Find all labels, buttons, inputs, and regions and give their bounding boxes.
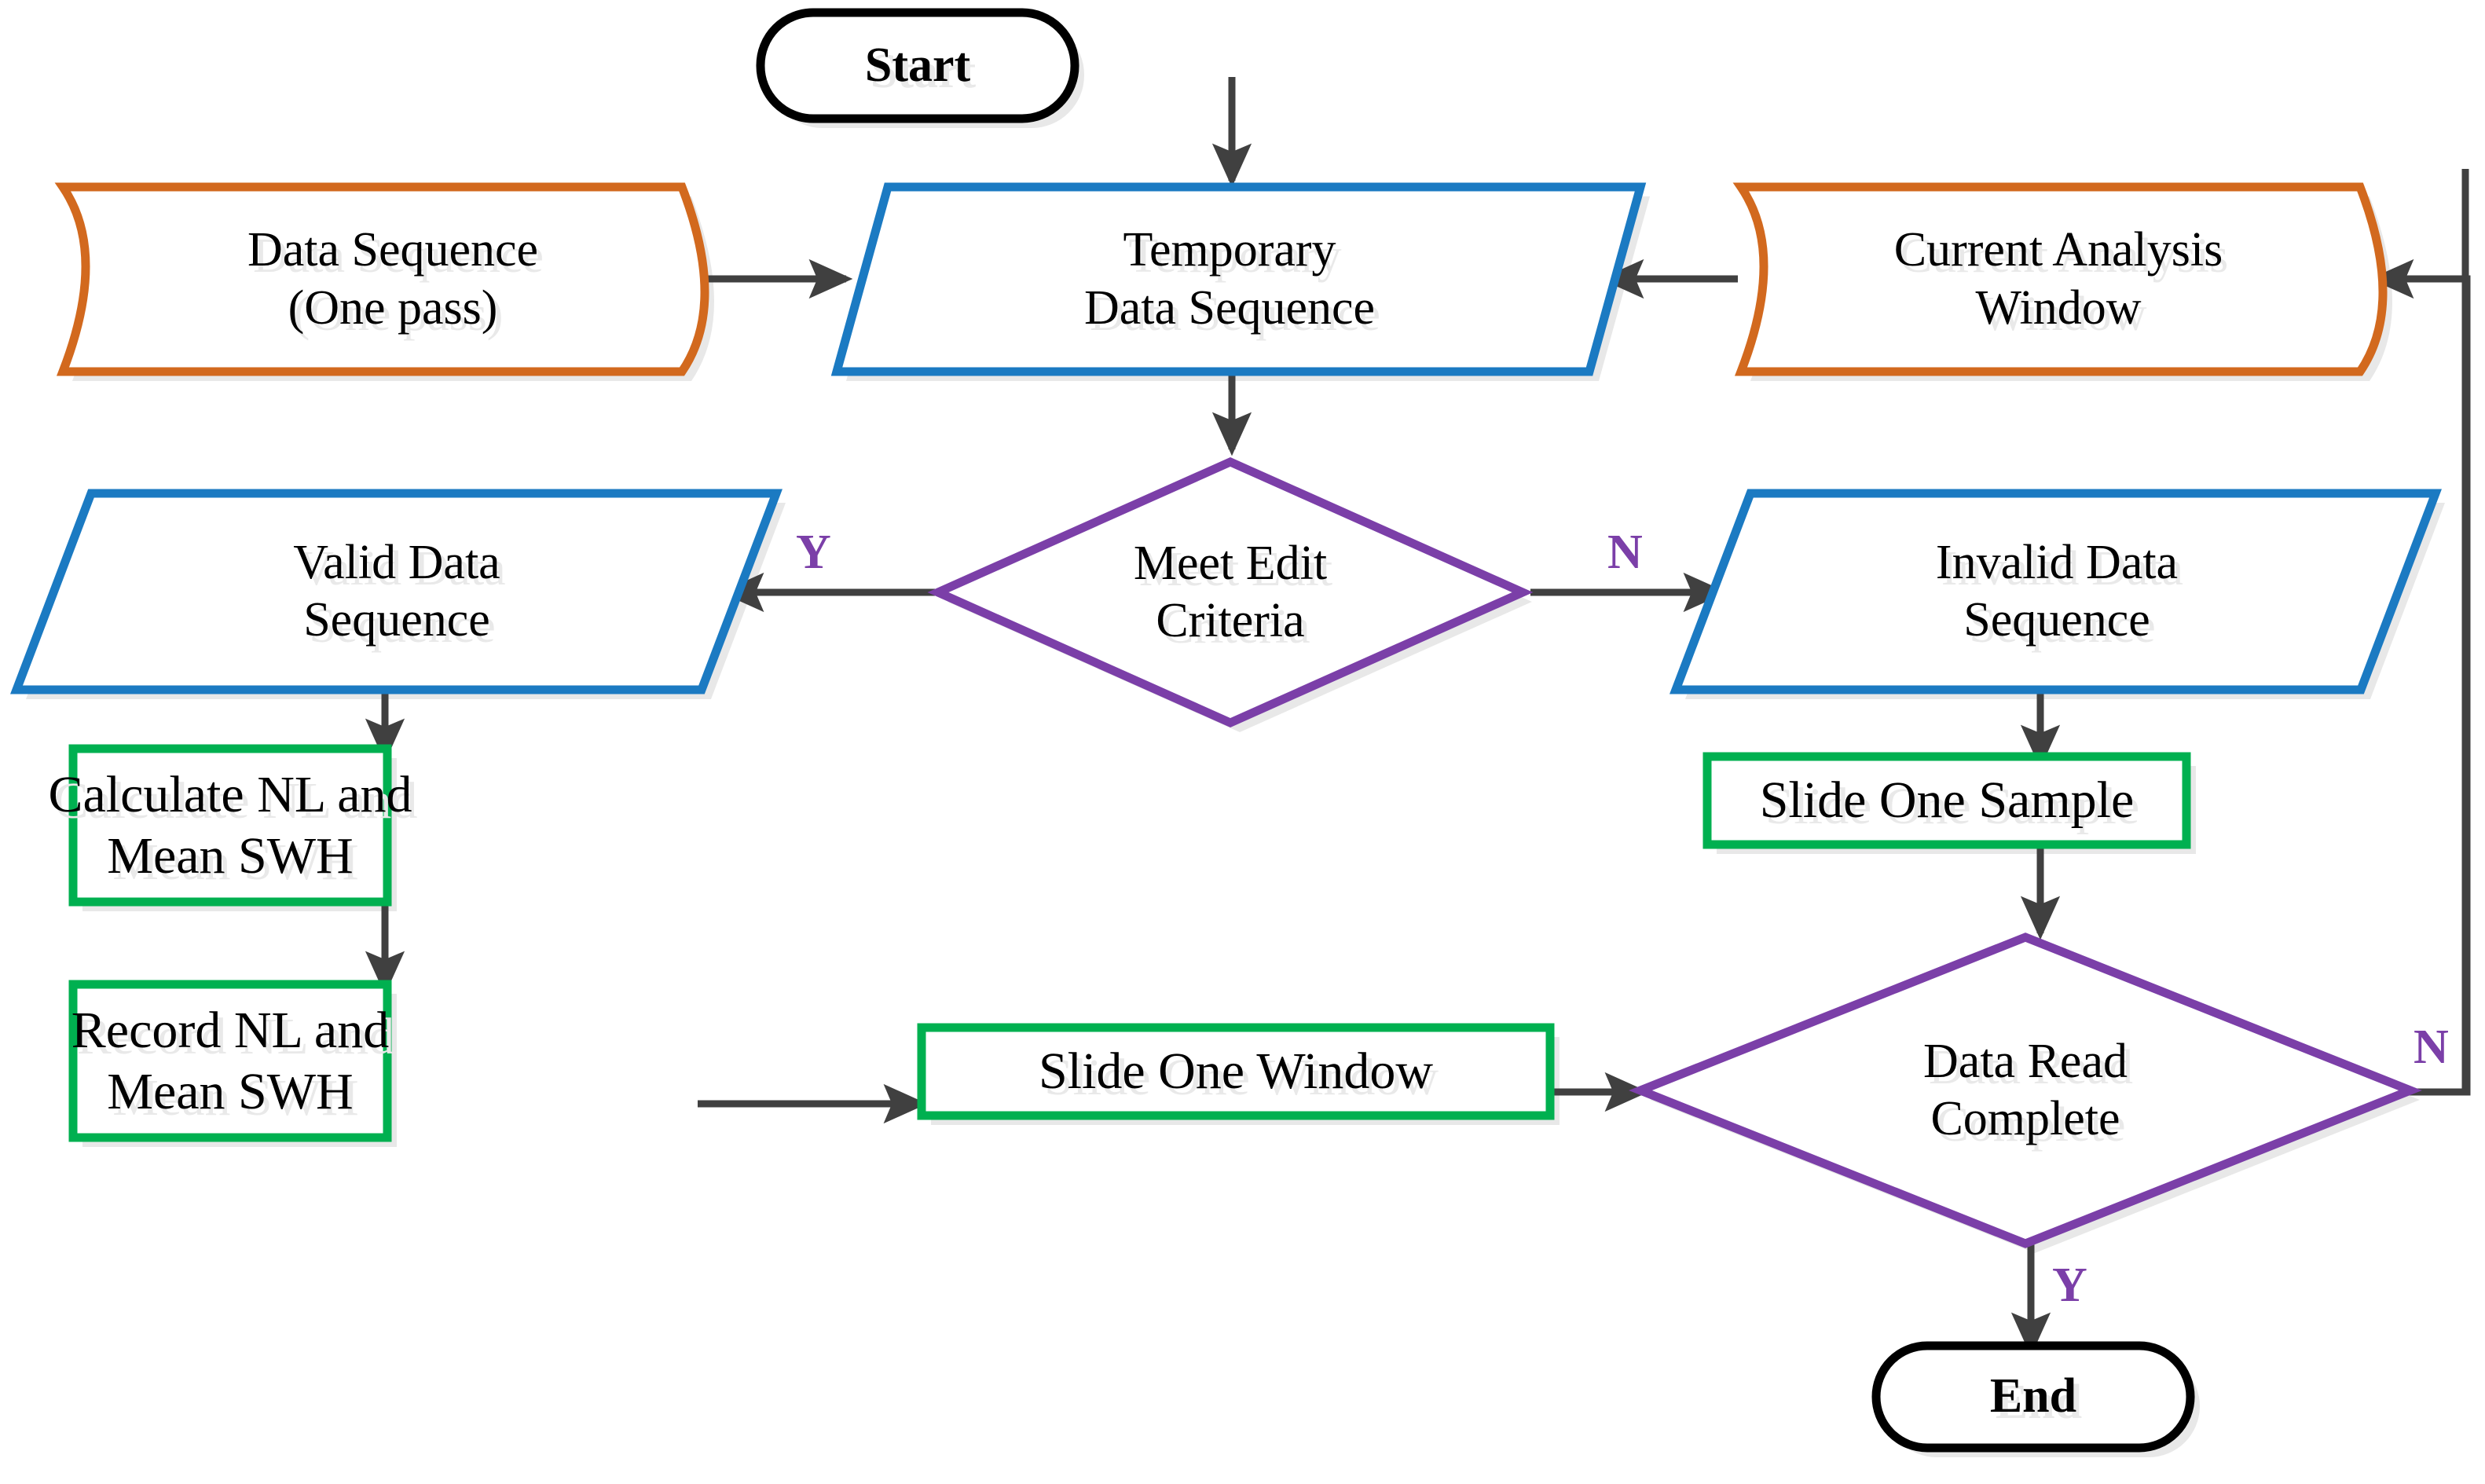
node-data-read-complete[interactable] bbox=[1629, 933, 2422, 1248]
node-start[interactable] bbox=[756, 8, 1079, 123]
connectors bbox=[365, 77, 2471, 1357]
node-data-sequence[interactable] bbox=[54, 182, 709, 376]
node-record-nl-mean-swh[interactable] bbox=[68, 980, 392, 1142]
node-invalid-data-sequence[interactable] bbox=[1669, 489, 2442, 694]
branch-label-data-read-no: N bbox=[2414, 1020, 2449, 1074]
node-end[interactable] bbox=[1871, 1341, 2195, 1453]
branch-label-data-read-yes: Y bbox=[2052, 1259, 2087, 1312]
node-calculate-nl-mean-swh[interactable] bbox=[68, 744, 392, 907]
branch-label-meet-edit-no: N bbox=[1607, 526, 1643, 579]
node-current-analysis-window[interactable] bbox=[1732, 182, 2388, 376]
edge-dataread-no-loop bbox=[2408, 169, 2469, 1096]
node-temporary-data-sequence[interactable] bbox=[830, 182, 1647, 376]
node-slide-one-window[interactable] bbox=[917, 1023, 1555, 1120]
node-meet-edit-criteria[interactable] bbox=[927, 456, 1534, 728]
node-valid-data-sequence[interactable] bbox=[10, 489, 783, 694]
node-slide-one-sample[interactable] bbox=[1702, 752, 2191, 849]
edge-loop-to-curwindow bbox=[2370, 258, 2471, 1096]
branch-label-meet-edit-yes: Y bbox=[796, 526, 831, 579]
